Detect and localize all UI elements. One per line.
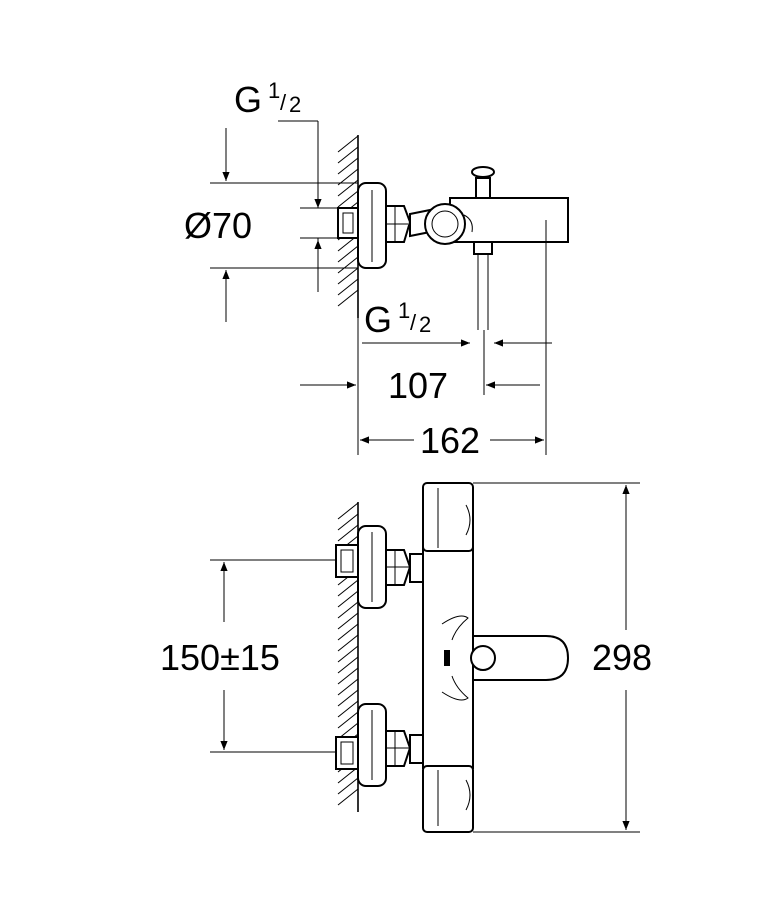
dimension-162 [357, 220, 547, 455]
hatch-line [337, 678, 359, 696]
diameter-label: Ø70 [184, 205, 252, 246]
hatch-line [337, 667, 359, 685]
hatch-line [337, 168, 359, 186]
lever-handle [441, 615, 570, 701]
thread-upper-denominator: 2 [289, 92, 301, 117]
thread-spout-numerator: 1 [398, 298, 410, 323]
mixer-body-top [409, 197, 569, 245]
hatch-line [337, 579, 359, 597]
hatch-line [337, 689, 359, 707]
thread-spout-denominator: 2 [419, 312, 431, 337]
wall-connector-top [337, 207, 359, 239]
hatch-line [337, 777, 359, 795]
mixer-body-front [422, 482, 474, 833]
hatch-line [337, 157, 359, 175]
height-label: 298 [592, 637, 652, 678]
dim-107-label: 107 [388, 365, 448, 406]
hatch-line [337, 289, 359, 307]
hatch-line [337, 135, 359, 153]
hatch-line [337, 278, 359, 296]
hatch-line [337, 256, 359, 274]
dim-162-label: 162 [420, 420, 480, 461]
spout-outlet-top [473, 241, 493, 330]
hatch-line [337, 190, 359, 208]
hatch-line [337, 656, 359, 674]
hatch-line [337, 700, 359, 718]
hatch-line [337, 267, 359, 285]
hatch-line [337, 513, 359, 531]
hatch-line [337, 502, 359, 520]
diverter-knob-top [471, 166, 495, 199]
thread-spout-label: G [364, 299, 392, 340]
dimension-spacing [210, 559, 336, 753]
dimension-diameter [210, 128, 358, 322]
connector-upper [335, 525, 429, 609]
hatch-line [337, 601, 359, 619]
hatch-line [337, 245, 359, 263]
dimension-height [473, 482, 640, 833]
hatch-line [337, 146, 359, 164]
thread-upper-slash: / [280, 90, 287, 115]
hex-nut-top [385, 205, 412, 243]
hatch-line [337, 623, 359, 641]
top-view: G 1 / 2 Ø70 G 1 / 2 107 [184, 78, 569, 461]
hatch-line [337, 634, 359, 652]
thread-upper-numerator: 1 [268, 78, 280, 103]
thread-spout-slash: / [410, 310, 417, 335]
hatch-line [337, 524, 359, 542]
front-view: 150±15 298 [160, 482, 652, 833]
hatch-line [337, 590, 359, 608]
hatch-line [337, 612, 359, 630]
hatch-line [337, 645, 359, 663]
dimension-107 [300, 330, 540, 395]
hatch-line [337, 788, 359, 806]
escutcheon-top [357, 182, 387, 269]
hatch-line [337, 711, 359, 729]
thread-upper-label: G [234, 79, 262, 120]
spacing-label: 150±15 [160, 637, 280, 678]
dimension-thread-upper [278, 120, 338, 292]
